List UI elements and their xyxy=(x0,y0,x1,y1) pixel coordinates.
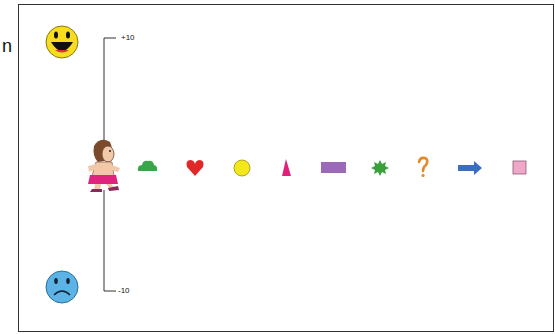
person-figure xyxy=(88,140,120,192)
scale-value: -10 xyxy=(118,287,130,295)
frame xyxy=(19,5,554,332)
sad-face xyxy=(46,271,78,303)
triangle-icon xyxy=(282,159,291,176)
heart-icon xyxy=(186,160,203,176)
circle-icon xyxy=(234,160,250,176)
arrow-icon xyxy=(458,161,482,175)
scale-value: +10 xyxy=(121,34,135,42)
happy-face xyxy=(46,26,78,58)
star-icon xyxy=(371,160,389,176)
square-icon xyxy=(513,161,526,174)
question-mark-icon xyxy=(419,158,427,177)
rectangle-icon xyxy=(321,162,346,173)
cut-off-text: n xyxy=(2,37,12,55)
cloud-icon xyxy=(138,161,157,171)
